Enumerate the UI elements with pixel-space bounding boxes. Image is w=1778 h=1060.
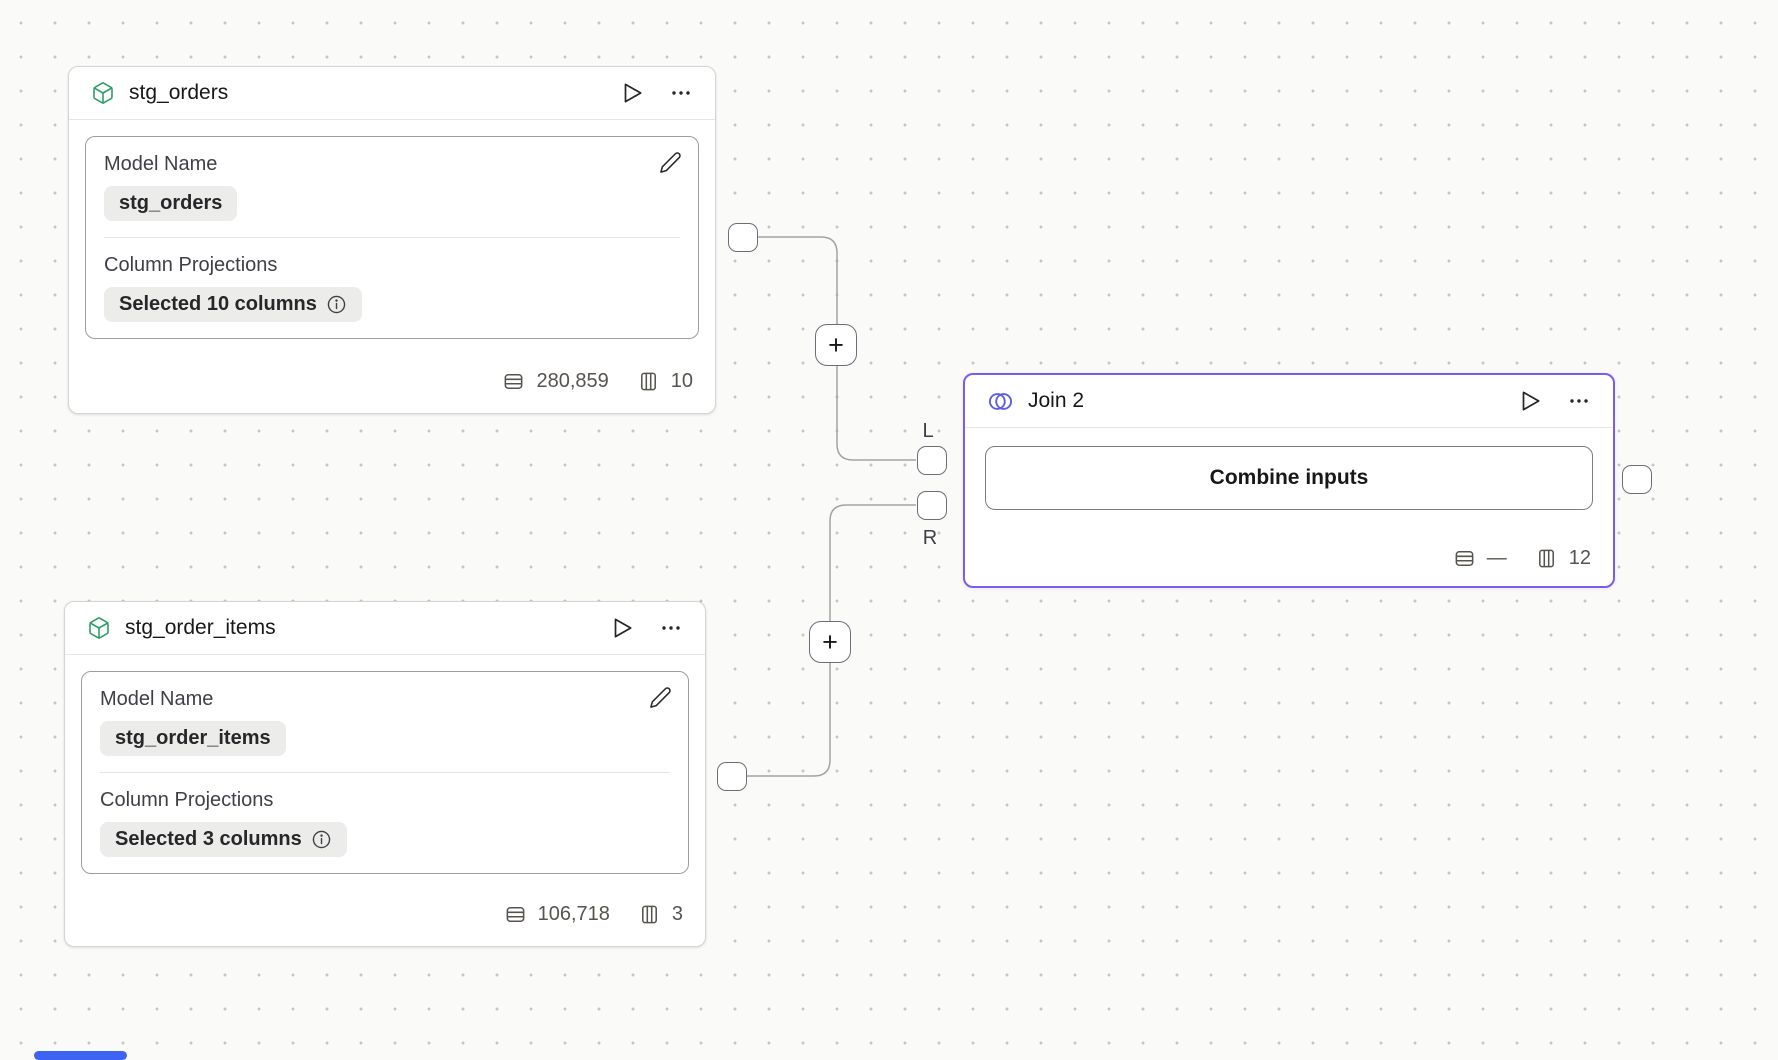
run-node-button[interactable]: [609, 615, 635, 641]
ellipsis-icon: [669, 81, 693, 105]
left-port-label: L: [922, 420, 934, 442]
play-icon: [1517, 388, 1543, 414]
columns-icon: [1535, 547, 1558, 570]
node-join-2[interactable]: Join 2 Combine inputs: [963, 373, 1615, 588]
column-count: 10: [670, 370, 693, 392]
column-projections-label: Column Projections: [104, 254, 278, 276]
node-title: stg_order_items: [125, 616, 276, 639]
row-count: 106,718: [537, 903, 610, 925]
play-icon: [619, 80, 645, 106]
node-header: stg_orders: [69, 67, 715, 119]
row-count: 280,859: [536, 370, 609, 392]
output-port-stg-order-items[interactable]: [717, 762, 747, 791]
node-title: stg_orders: [129, 81, 229, 104]
column-projections-chip[interactable]: Selected 10 columns: [104, 287, 362, 322]
run-node-button[interactable]: [1517, 388, 1543, 414]
info-icon[interactable]: [326, 294, 347, 315]
model-name-value-chip: stg_order_items: [100, 721, 286, 756]
ellipsis-icon: [1567, 389, 1591, 413]
node-header: stg_order_items: [65, 602, 705, 654]
pencil-icon: [659, 151, 682, 174]
ellipsis-icon: [659, 616, 683, 640]
node-menu-button[interactable]: [1567, 389, 1591, 413]
insert-step-button-top[interactable]: +: [815, 324, 857, 366]
model-name-value-chip: stg_orders: [104, 186, 238, 221]
model-name-label: Model Name: [104, 153, 218, 175]
cube-icon: [87, 616, 111, 640]
edit-model-name-button[interactable]: [649, 686, 672, 709]
run-node-button[interactable]: [619, 80, 645, 106]
horizontal-scrollbar-thumb[interactable]: [34, 1051, 127, 1060]
info-icon[interactable]: [311, 829, 332, 850]
column-projections-label: Column Projections: [100, 789, 274, 811]
columns-icon: [638, 903, 661, 926]
cube-icon: [91, 81, 115, 105]
divider: [965, 427, 1613, 428]
pencil-icon: [649, 686, 672, 709]
divider: [69, 119, 715, 120]
insert-step-button-bottom[interactable]: +: [809, 621, 851, 663]
node-stg-orders[interactable]: stg_orders: [68, 66, 716, 414]
divider: [65, 654, 705, 655]
rows-icon: [504, 903, 527, 926]
output-port-stg-orders[interactable]: [728, 223, 758, 252]
divider: [100, 772, 670, 773]
node-stg-order-items[interactable]: stg_order_items: [64, 601, 706, 947]
node-menu-button[interactable]: [659, 616, 683, 640]
join-right-input-port[interactable]: [917, 491, 947, 520]
join-output-port[interactable]: [1622, 465, 1652, 494]
node-stats: 106,718 3: [65, 903, 705, 946]
rows-icon: [1453, 547, 1476, 570]
columns-icon: [637, 370, 660, 393]
node-config-card: Model Name stg_orders Column Projections…: [85, 136, 699, 339]
combine-inputs-button[interactable]: Combine inputs: [985, 446, 1593, 510]
model-name-label: Model Name: [100, 688, 214, 710]
row-count: —: [1486, 547, 1507, 569]
edit-model-name-button[interactable]: [659, 151, 682, 174]
node-stats: — 12: [965, 547, 1613, 586]
join-left-input-port[interactable]: [917, 446, 947, 475]
node-title: Join 2: [1028, 389, 1085, 412]
column-count: 12: [1568, 547, 1591, 569]
node-menu-button[interactable]: [669, 81, 693, 105]
node-header: Join 2: [965, 375, 1613, 427]
column-count: 3: [671, 903, 683, 925]
divider: [104, 237, 680, 238]
play-icon: [609, 615, 635, 641]
node-config-card: Model Name stg_order_items Column Projec…: [81, 671, 689, 874]
right-port-label: R: [922, 527, 938, 549]
rows-icon: [502, 370, 525, 393]
node-stats: 280,859 10: [69, 370, 715, 413]
column-projections-chip[interactable]: Selected 3 columns: [100, 822, 347, 857]
join-circles-icon: [987, 388, 1014, 415]
